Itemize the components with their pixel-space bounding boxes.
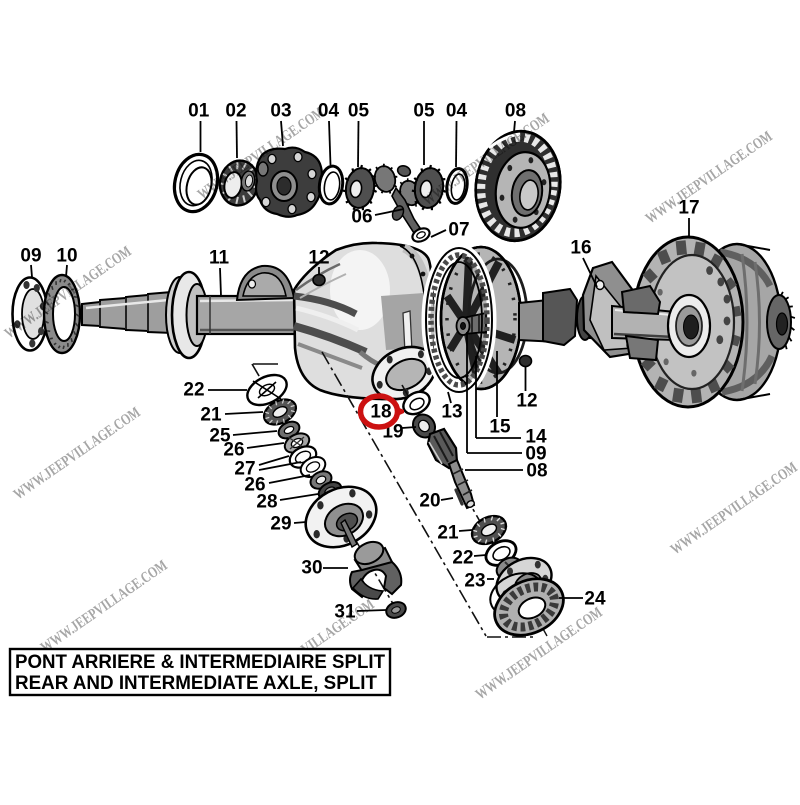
svg-text:12: 12 (308, 248, 329, 269)
svg-text:31: 31 (334, 602, 356, 623)
svg-text:18: 18 (370, 402, 391, 423)
svg-text:21: 21 (200, 405, 222, 426)
svg-text:03: 03 (270, 101, 291, 122)
svg-text:29: 29 (270, 514, 291, 535)
svg-text:04: 04 (318, 101, 340, 122)
svg-text:REAR AND INTERMEDIATE AXLE, SP: REAR AND INTERMEDIATE AXLE, SPLIT (15, 672, 377, 694)
svg-text:02: 02 (225, 101, 246, 122)
svg-text:05: 05 (413, 101, 435, 122)
svg-text:15: 15 (489, 417, 511, 438)
svg-text:05: 05 (348, 101, 370, 122)
svg-text:21: 21 (437, 523, 459, 544)
svg-text:12: 12 (516, 391, 537, 412)
svg-text:01: 01 (188, 101, 210, 122)
svg-text:09: 09 (20, 246, 41, 267)
svg-text:07: 07 (448, 220, 469, 241)
svg-text:17: 17 (678, 198, 699, 219)
svg-text:06: 06 (351, 207, 372, 228)
svg-text:23: 23 (464, 571, 485, 592)
svg-text:08: 08 (526, 461, 547, 482)
svg-text:11: 11 (209, 248, 230, 269)
svg-text:04: 04 (446, 101, 468, 122)
svg-text:28: 28 (256, 492, 277, 513)
svg-text:20: 20 (419, 491, 440, 512)
svg-text:24: 24 (584, 589, 606, 610)
svg-text:22: 22 (183, 380, 204, 401)
svg-text:PONT ARRIERE & INTERMEDIAIRE S: PONT ARRIERE & INTERMEDIAIRE SPLIT (15, 651, 385, 673)
svg-text:26: 26 (223, 440, 244, 461)
svg-text:30: 30 (301, 558, 322, 579)
svg-text:10: 10 (56, 246, 77, 267)
svg-text:22: 22 (452, 548, 473, 569)
svg-text:13: 13 (441, 402, 462, 423)
svg-text:16: 16 (570, 238, 591, 259)
svg-text:08: 08 (505, 101, 526, 122)
